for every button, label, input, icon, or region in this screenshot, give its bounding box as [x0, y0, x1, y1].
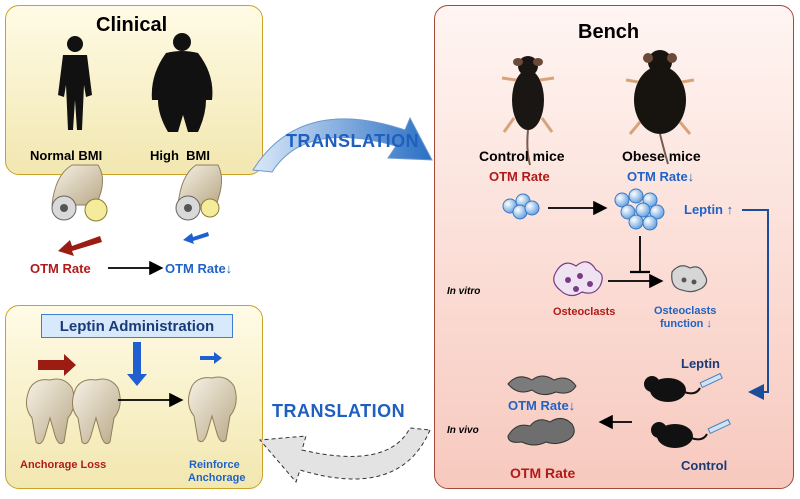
red-movement-arrow-icon	[58, 236, 102, 256]
in-vivo-otm-rate-down-label: OTM Rate↓	[508, 398, 576, 413]
in-vitro-label: In vitro	[447, 286, 481, 297]
control-mouse-icon	[501, 56, 555, 166]
translation-top-arrow-icon	[252, 116, 433, 173]
in-vivo-otm-rate-label: OTM Rate	[510, 465, 576, 481]
leptin-syringe-icon	[699, 372, 723, 389]
clinical-otm-rate-label: OTM Rate	[30, 261, 91, 276]
reinforce-label-line1: Reinforce	[189, 459, 240, 471]
control-mouse-vivo-icon	[651, 422, 708, 448]
jaw-scan-control-icon	[507, 418, 575, 446]
translation-top-label: TRANSLATION	[286, 131, 420, 151]
normal-bmi-tooth-icon	[51, 164, 108, 222]
bench-title: Bench	[578, 21, 640, 43]
reinforce-blue-arrow-icon	[200, 352, 222, 364]
leptin-down-arrow-icon	[127, 342, 147, 386]
obese-cells-icon	[614, 188, 665, 231]
molar-tooth-right-icon	[188, 376, 237, 443]
high-bmi-silhouette-icon	[151, 33, 213, 132]
clinical-otm-rate-down-label: OTM Rate↓	[165, 261, 233, 276]
clinical-title: Clinical	[96, 14, 168, 36]
in-vivo-label: In vivo	[447, 425, 479, 436]
anchorage-loss-red-arrow-icon	[38, 354, 76, 376]
leptin-administration-title: Leptin Administration	[41, 314, 233, 338]
anchorage-loss-label: Anchorage Loss	[20, 459, 107, 471]
osteoclasts-reduced-icon	[671, 265, 708, 293]
normal-bmi-silhouette-icon	[58, 36, 92, 130]
translation-bottom-arrow-icon	[258, 427, 431, 483]
bench-panel	[434, 5, 794, 489]
osteoclasts-function-label-line1: Osteoclasts	[654, 305, 717, 317]
translation-bottom-label: TRANSLATION	[272, 401, 406, 421]
obese-mouse-icon	[625, 50, 695, 165]
leptin-up-label: Leptin ↑	[684, 202, 734, 217]
control-mice-label: Control mice	[479, 148, 565, 164]
osteoclasts-label: Osteoclasts	[553, 306, 616, 318]
molar-tooth-middle-icon	[72, 378, 121, 445]
high-bmi-label: High BMI	[150, 148, 210, 163]
bench-otm-rate-label: OTM Rate	[489, 169, 550, 184]
leptin-label: Leptin	[681, 356, 720, 371]
bench-otm-rate-down-label: OTM Rate↓	[627, 169, 695, 184]
normal-bmi-label: Normal BMI	[30, 148, 103, 163]
osteoclasts-icon	[553, 261, 603, 297]
molar-tooth-left-icon	[26, 378, 75, 445]
high-bmi-tooth-icon	[175, 164, 222, 221]
clinical-panel	[5, 5, 263, 175]
blue-movement-arrow-icon	[183, 232, 209, 244]
jaw-scan-leptin-icon	[507, 375, 577, 396]
reinforce-label-line2: Anchorage	[188, 472, 246, 484]
leptin-mouse-icon	[644, 376, 701, 402]
control-cells-icon	[502, 193, 540, 220]
control-label: Control	[681, 458, 728, 473]
obese-mice-label: Obese mice	[622, 148, 701, 164]
control-syringe-icon	[707, 418, 731, 435]
osteoclasts-function-label-line2: function ↓	[660, 318, 712, 330]
